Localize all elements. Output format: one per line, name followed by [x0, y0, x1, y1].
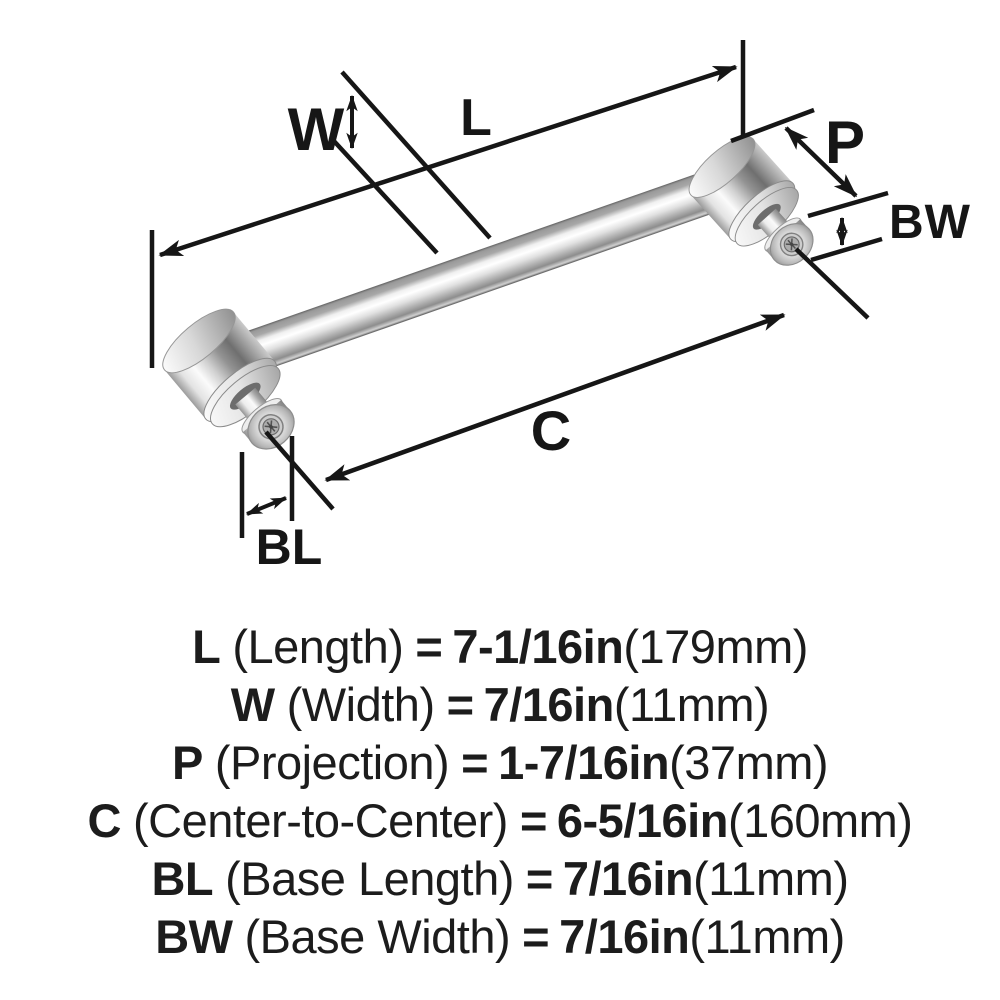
spec-metric: (11mm) [613, 678, 770, 731]
spec-equals: = [525, 852, 553, 905]
base-length-arrow-line [245, 496, 288, 516]
center-arrow-line [324, 312, 786, 483]
spec-name: (Length) [232, 620, 404, 673]
dimension-base-width [807, 190, 889, 263]
spec-abbr: BL [151, 852, 214, 905]
spec-line-projection: P(Projection)=1-7/16in(37mm) [0, 734, 1000, 792]
spec-abbr: W [230, 678, 275, 731]
spec-line-length: L(Length)=7-1/16in(179mm) [0, 618, 1000, 676]
spec-line-width: W(Width)=7/16in(11mm) [0, 676, 1000, 734]
base-width-extension-top [807, 190, 889, 219]
dimension-diagram: L W P BW C BL [149, 40, 971, 575]
spec-line-base-length: BL(Base Length)=7/16in(11mm) [0, 850, 1000, 908]
length-arrow-line [158, 64, 738, 258]
dimension-length [149, 40, 746, 368]
center-extension-right [794, 247, 870, 320]
spec-name: (Base Length) [225, 852, 514, 905]
label-center-to-center: C [531, 399, 571, 462]
spec-value: 1-7/16in [498, 736, 670, 789]
spec-equals: = [522, 910, 550, 963]
handle-bar [210, 160, 750, 385]
label-width: W [288, 96, 345, 163]
dimension-base-length [239, 436, 295, 538]
spec-name: (Projection) [214, 736, 450, 789]
spec-equals: = [415, 620, 443, 673]
projection-arrow-line [784, 126, 858, 198]
spec-line-center-to-center: C(Center-to-Center)=6-5/16in(160mm) [0, 792, 1000, 850]
width-extension-left [331, 138, 439, 255]
spec-metric: (179mm) [623, 620, 808, 673]
center-extension-left [264, 430, 335, 511]
spec-value: 7/16in [562, 852, 694, 905]
spec-metric: (160mm) [727, 794, 913, 847]
spec-abbr: P [171, 736, 203, 789]
spec-line-base-width: BW(Base Width)=7/16in(11mm) [0, 908, 1000, 966]
dimension-width [331, 70, 492, 255]
spec-metric: (11mm) [693, 852, 849, 905]
spec-value: 6-5/16in [556, 794, 729, 847]
spec-abbr: BW [155, 910, 233, 963]
spec-value: 7-1/16in [452, 620, 624, 673]
spec-value: 7/16in [559, 910, 690, 963]
width-extension-right [340, 70, 492, 240]
spec-abbr: L [192, 620, 221, 673]
label-base-width: BW [889, 196, 971, 249]
dimension-spec-list: L(Length)=7-1/16in(179mm) W(Width)=7/16i… [0, 618, 1000, 966]
spec-metric: (11mm) [689, 910, 845, 963]
dimension-center-to-center [264, 247, 870, 511]
label-length: L [460, 89, 492, 147]
spec-name: (Base Width) [244, 910, 511, 963]
base-width-extension-bottom [810, 236, 883, 263]
spec-metric: (37mm) [669, 736, 829, 789]
spec-equals: = [519, 794, 547, 847]
spec-name: (Width) [286, 678, 435, 731]
spec-equals: = [461, 736, 489, 789]
spec-value: 7/16in [483, 678, 615, 731]
handle-dimension-drawing: L W P BW C BL [149, 40, 971, 575]
spec-equals: = [446, 678, 474, 731]
label-projection: P [825, 109, 865, 176]
label-base-length: BL [256, 519, 323, 575]
spec-name: (Center-to-Center) [132, 794, 508, 847]
projection-extension-top [730, 107, 815, 144]
spec-abbr: C [87, 794, 122, 847]
dimension-projection [730, 107, 858, 198]
dimension-annotations [149, 40, 889, 538]
